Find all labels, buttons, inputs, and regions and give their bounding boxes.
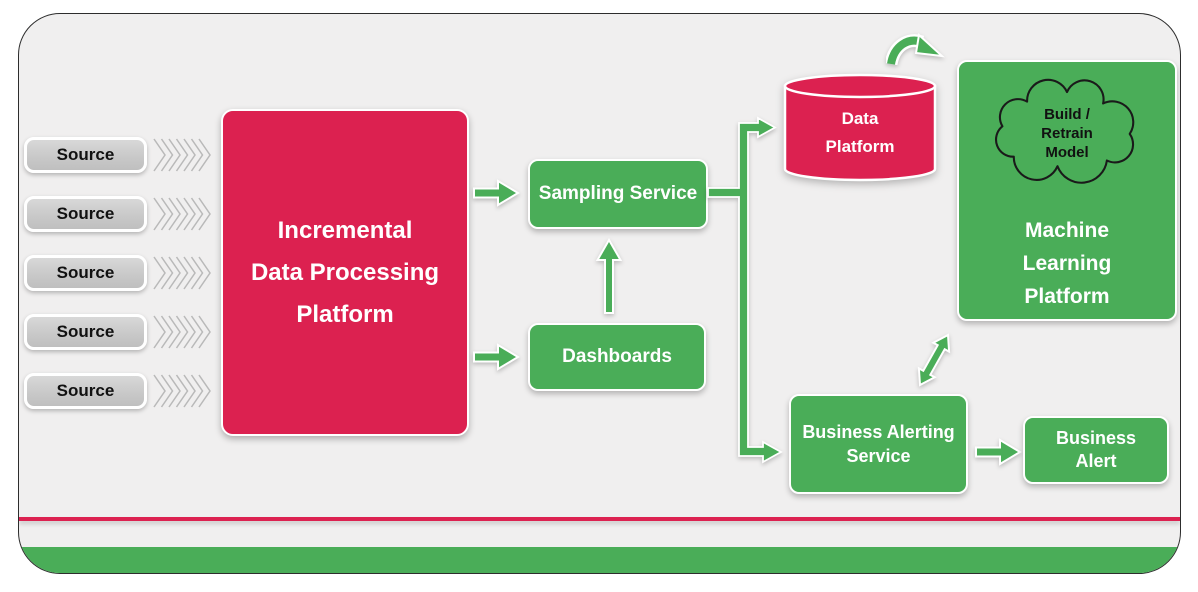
- business-alerting-service-node: Business Alerting Service: [789, 394, 968, 494]
- source-node-3: Source: [24, 255, 147, 291]
- branch-connector-arrows: [707, 116, 783, 464]
- cloud-icon: [995, 78, 1135, 184]
- source-label: Source: [56, 322, 115, 341]
- machine-learning-platform-node: Build / Retrain Model Machine Learning P…: [957, 60, 1177, 321]
- node-label-line: Platform: [1024, 285, 1110, 308]
- source-label: Source: [56, 145, 115, 164]
- node-label-line: Service: [846, 446, 911, 466]
- diagram-frame: Source Source Source Source Source: [18, 13, 1181, 574]
- chevron-flow-icon: [153, 197, 211, 231]
- arrow-up-icon: [595, 238, 623, 314]
- data-platform-node: Data Platform: [782, 72, 938, 184]
- source-node-4: Source: [24, 314, 147, 350]
- source-label: Source: [56, 204, 115, 223]
- node-label-line: Data: [841, 109, 879, 128]
- arrow-right-icon: [473, 179, 520, 207]
- cloud-label-line: Build /: [1044, 106, 1090, 123]
- cloud-label-line: Model: [1045, 144, 1089, 161]
- database-cylinder-icon: [783, 73, 937, 182]
- node-label: Dashboards: [562, 346, 672, 367]
- dashboards-node: Dashboards: [528, 323, 706, 391]
- source-node-2: Source: [24, 196, 147, 232]
- chevron-flow-icon: [153, 315, 211, 349]
- curved-arrow-icon: [886, 33, 945, 66]
- build-retrain-model-label: Build / Retrain Model: [959, 105, 1175, 162]
- node-label: Machine Learning Platform: [959, 214, 1175, 313]
- sampling-service-node: Sampling Service: [528, 159, 708, 229]
- node-label-line: Business: [1055, 428, 1137, 448]
- chevron-flow-icon: [153, 256, 211, 290]
- source-label: Source: [56, 263, 115, 282]
- source-node-1: Source: [24, 137, 147, 173]
- arrow-right-icon: [975, 438, 1022, 466]
- chevron-flow-icon: [153, 374, 211, 408]
- node-label-line: Learning: [1022, 252, 1112, 275]
- node-label-line: Platform: [825, 137, 895, 156]
- incremental-data-processing-platform-node: Incremental Data Processing Platform: [221, 109, 469, 436]
- double-arrow-icon: [917, 333, 951, 387]
- node-label-line: Platform: [296, 300, 394, 328]
- cloud-label-line: Retrain: [1041, 125, 1093, 142]
- bottom-red-rule: [19, 517, 1180, 521]
- chevron-flow-icon: [153, 138, 211, 172]
- node-label-line: Incremental: [277, 216, 413, 244]
- node-label-line: Data Processing: [250, 258, 440, 286]
- node-label-line: Alert: [1075, 451, 1117, 471]
- source-label: Source: [56, 381, 115, 400]
- node-label-line: Machine: [1024, 219, 1110, 242]
- node-label: Sampling Service: [538, 183, 698, 204]
- node-label-line: Business Alerting: [802, 422, 955, 442]
- bottom-green-bar: [19, 547, 1180, 573]
- business-alert-node: Business Alert: [1023, 416, 1169, 484]
- source-node-5: Source: [24, 373, 147, 409]
- arrow-right-icon: [473, 343, 520, 371]
